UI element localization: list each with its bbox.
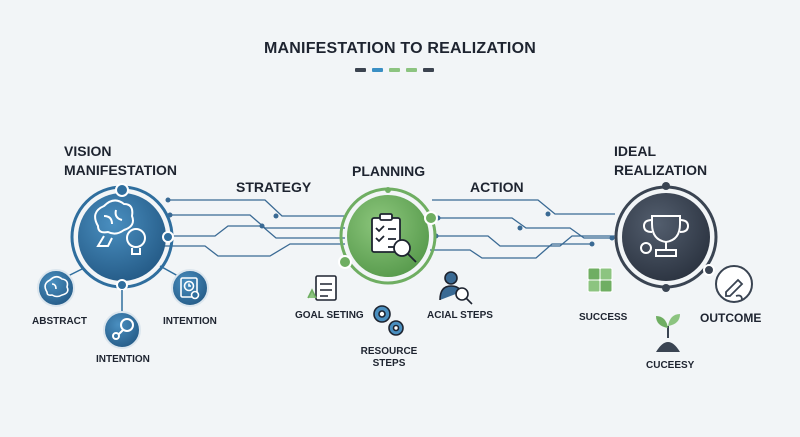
action-connector-nodes <box>433 211 615 247</box>
person-search-icon <box>439 271 473 305</box>
brain-icon <box>44 275 69 298</box>
vision-hub-disc <box>78 193 166 281</box>
plant-icon <box>656 314 680 352</box>
item-label-success: SUCCESS <box>579 312 628 323</box>
goal-setting-icon <box>307 275 337 301</box>
item-label-outcome: OUTCOME <box>700 311 762 325</box>
page-title: MANIFESTATION TO REALIZATION <box>264 40 536 57</box>
item-label-acial-steps: ACIAL STEPS <box>427 310 493 321</box>
puzzle-icon <box>587 267 613 293</box>
vision-hub <box>70 183 174 291</box>
abstract-node <box>37 267 85 307</box>
title-dash <box>406 68 417 72</box>
stage-label-planning: PLANNING <box>352 163 426 179</box>
pen-icon <box>725 278 744 301</box>
strategy-connector-lines <box>162 199 345 257</box>
realization-hub-disc <box>622 193 710 281</box>
gears-icon <box>373 305 404 336</box>
intention-right-node <box>159 265 209 307</box>
stage-label-vision: VISION MANIFESTATION <box>64 143 178 178</box>
title-dash <box>372 68 383 72</box>
realization-hub <box>614 182 718 292</box>
planning-hub <box>338 187 438 285</box>
stage-label-ideal: IDEAL REALIZATION <box>614 143 708 178</box>
brain-lightbulb-icon <box>94 199 146 255</box>
steam-icon <box>112 318 134 340</box>
item-label-intention-bottom: INTENTION <box>96 354 150 365</box>
intention-bottom-node <box>103 290 141 349</box>
item-label-goal-setting: GOAL SETING <box>295 310 364 321</box>
clock-document-icon <box>180 277 200 300</box>
title-dash <box>389 68 400 72</box>
connector-label-strategy: STRATEGY <box>236 179 312 195</box>
action-connector-lines <box>430 199 615 259</box>
trophy-icon <box>640 215 690 257</box>
strategy-connector-nodes <box>159 197 279 249</box>
item-label-intention-right: INTENTION <box>163 316 217 327</box>
item-label-resource-steps: RESOURCE STEPS <box>360 346 418 369</box>
item-label-cuceesy: CUCEESY <box>646 360 695 371</box>
title-dash <box>355 68 366 72</box>
outcome-node <box>715 265 753 303</box>
title-dash <box>423 68 434 72</box>
connector-label-action: ACTION <box>470 179 524 195</box>
clipboard-checklist-icon <box>371 213 417 263</box>
item-label-abstract: ABSTRACT <box>32 316 87 327</box>
